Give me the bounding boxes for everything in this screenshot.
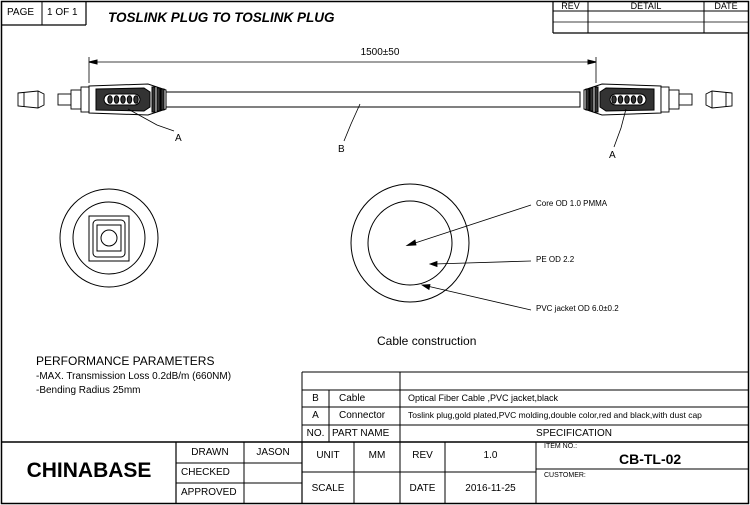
- callout-a-left: A: [175, 133, 182, 144]
- rev-label: REV: [412, 450, 433, 461]
- approved-label: APPROVED: [181, 487, 237, 498]
- connector-end-view: [59, 188, 159, 288]
- pe-label: PE OD 2.2: [536, 255, 575, 264]
- date-header: DATE: [714, 1, 738, 11]
- title-block-grid: [2, 441, 748, 503]
- date-label: DATE: [409, 483, 436, 494]
- customer-label: CUSTOMER:: [544, 472, 586, 479]
- bom-row-name: Connector: [339, 410, 386, 421]
- performance-heading: PERFORMANCE PARAMETERS: [36, 354, 215, 368]
- cross-section-leaders: [405, 204, 532, 311]
- callout-leaders: [127, 103, 627, 148]
- jacket-label: PVC jacket OD 6.0±0.2: [536, 304, 619, 313]
- unit-value: MM: [368, 450, 386, 461]
- right-dust-cap: [705, 90, 733, 109]
- unit-label: UNIT: [316, 450, 340, 461]
- page-value: 1 OF 1: [47, 7, 78, 18]
- bom-row-no: B: [312, 393, 319, 404]
- cable-body: [165, 91, 581, 108]
- cable-cross-section: [350, 183, 470, 303]
- company-name: CHINABASE: [26, 459, 152, 482]
- performance-line: -MAX. Transmission Loss 0.2dB/m (660NM): [36, 371, 232, 382]
- left-dust-cap: [17, 90, 45, 109]
- performance-line: -Bending Radius 25mm: [36, 385, 141, 396]
- core-label: Core OD 1.0 PMMA: [536, 199, 608, 208]
- checked-label: CHECKED: [181, 467, 230, 478]
- bom-header-no: NO.: [306, 428, 325, 439]
- cable-construction-caption: Cable construction: [377, 334, 477, 348]
- callout-b: B: [338, 144, 345, 155]
- bom-row-spec: Optical Fiber Cable ,PVC jacket,black: [408, 393, 559, 403]
- page-box: [2, 2, 87, 26]
- right-plug-tip: [660, 86, 693, 113]
- scale-label: SCALE: [311, 483, 345, 494]
- drawing-title: TOSLINK PLUG TO TOSLINK PLUG: [108, 10, 335, 25]
- bom-header-name: PART NAME: [332, 428, 390, 439]
- bom-row-no: A: [312, 410, 319, 421]
- item-no-label: ITEM NO.:: [544, 443, 578, 450]
- length-dimension-label: 1500±50: [360, 47, 400, 58]
- item-no-value: CB-TL-02: [619, 451, 682, 467]
- left-plug-body: [88, 83, 167, 116]
- bom-row-spec: Toslink plug,gold plated,PVC molding,dou…: [408, 410, 702, 420]
- right-plug-body: [583, 83, 662, 116]
- bom-row-name: Cable: [339, 393, 366, 404]
- detail-header: DETAIL: [630, 1, 662, 11]
- left-plug-tip: [57, 86, 90, 113]
- bom-header-spec: SPECIFICATION: [536, 428, 612, 439]
- drawn-label: DRAWN: [191, 447, 229, 458]
- page-label: PAGE: [7, 7, 35, 18]
- rev-value: 1.0: [483, 450, 498, 461]
- bom-table-grid: [301, 371, 748, 442]
- length-dimension: [88, 57, 597, 83]
- callout-a-right: A: [609, 150, 616, 161]
- drawn-value: JASON: [256, 447, 290, 458]
- rev-header: REV: [561, 1, 580, 11]
- date-value: 2016-11-25: [465, 483, 516, 494]
- revision-block: [552, 2, 748, 34]
